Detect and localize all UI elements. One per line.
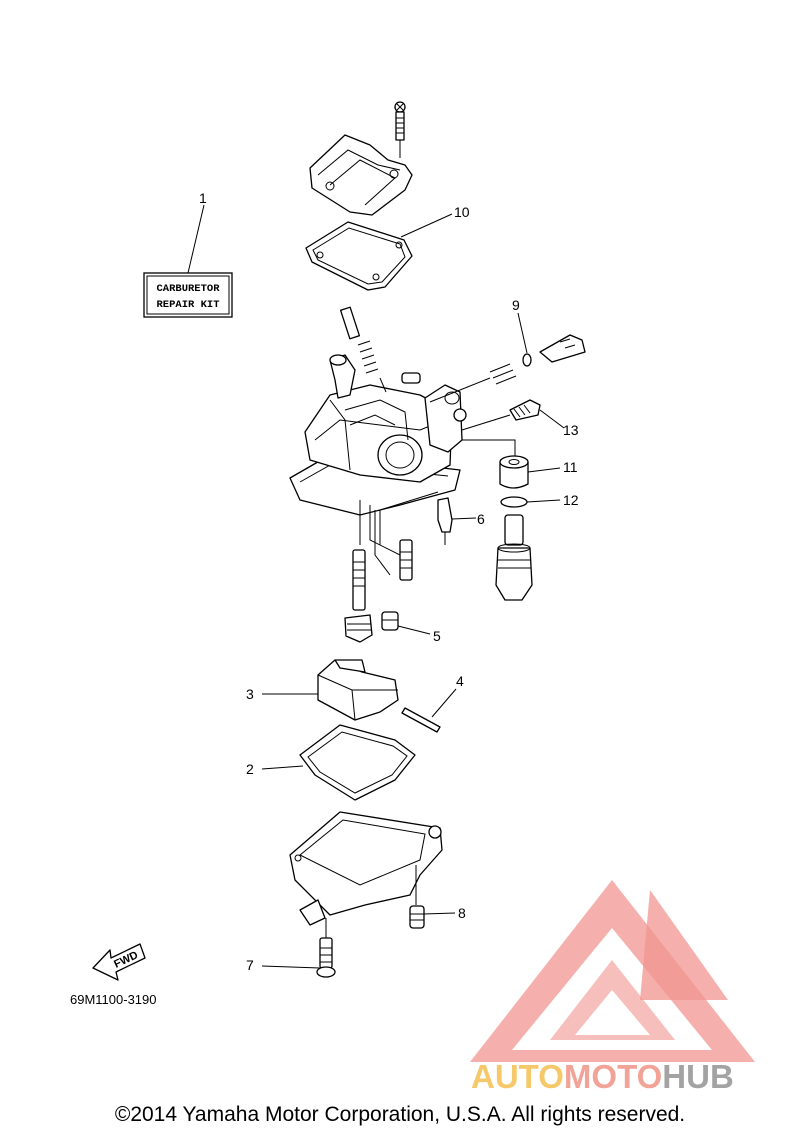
part-10-gasket — [305, 213, 453, 291]
svg-text:AUTOMOTOHUB: AUTOMOTOHUB — [471, 1058, 734, 1095]
main-nozzle — [495, 514, 533, 601]
callout-6: 6 — [477, 511, 485, 527]
automotohub-logo: AUTOMOTOHUB — [470, 880, 755, 1095]
callout-12: 12 — [563, 492, 579, 508]
part-3-float — [262, 659, 399, 721]
diagram-code: 69M1100-3190 — [70, 992, 157, 1007]
callout-4: 4 — [456, 673, 464, 689]
part-12-o-ring — [500, 496, 561, 508]
pilot-screw-assembly — [429, 312, 586, 403]
fwd-arrow: FWD — [92, 943, 146, 981]
part-11-nozzle-holder — [462, 439, 561, 489]
jets-group — [344, 539, 413, 643]
carburetor-body — [289, 306, 467, 516]
callout-11: 11 — [563, 459, 578, 475]
callout-1: 1 — [199, 190, 207, 206]
kit-label-line1: CARBURETOR — [156, 283, 220, 295]
top-cover-assembly — [309, 101, 413, 216]
copyright-notice: ©2014 Yamaha Motor Corporation, U.S.A. A… — [114, 1103, 686, 1126]
brand-hub: HUB — [662, 1058, 734, 1095]
float-chamber — [289, 811, 443, 926]
body-leader-lines — [359, 500, 411, 576]
callout-10: 10 — [454, 204, 470, 220]
callout-2: 2 — [246, 761, 254, 777]
brand-auto: AUTO — [471, 1058, 564, 1095]
part-1-repair-kit: CARBURETOR REPAIR KIT — [143, 204, 233, 318]
part-7-drain-screw — [261, 918, 336, 978]
part-13-screw — [461, 399, 565, 431]
callout-3: 3 — [246, 686, 254, 702]
part-2-gasket — [261, 724, 416, 801]
part-6-needle-valve — [379, 491, 477, 545]
part-5-screw — [381, 611, 431, 635]
part-8-screw — [409, 905, 456, 929]
callout-7: 7 — [246, 957, 254, 973]
part-4-pin — [401, 688, 457, 733]
callout-8: 8 — [458, 905, 466, 921]
brand-moto: MOTO — [564, 1058, 662, 1095]
kit-label-line2: REPAIR KIT — [156, 299, 219, 311]
callout-9: 9 — [512, 297, 520, 313]
callout-5: 5 — [433, 628, 441, 644]
callout-13: 13 — [563, 422, 579, 438]
